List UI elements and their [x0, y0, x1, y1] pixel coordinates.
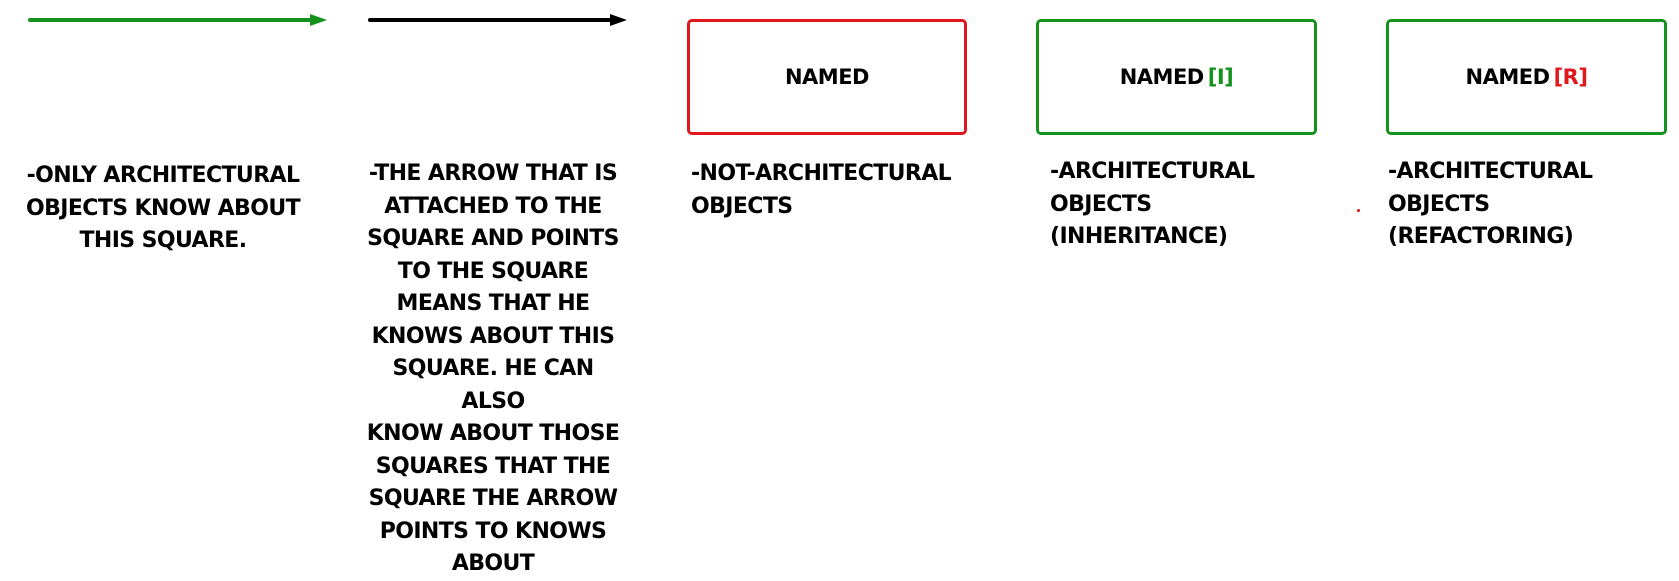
black-arrow-description: -THE ARROW THAT IS ATTACHED TO THE SQUAR… — [366, 161, 620, 576]
red-named-box: NAMED — [687, 19, 967, 135]
green-named-box-inheritance: NAMED[I] — [1036, 19, 1317, 135]
inheritance-box-description: -ARCHITECTURAL OBJECTS (INHERITANCE) — [1050, 159, 1255, 249]
green-named-box-refactoring: NAMED[R] — [1386, 19, 1667, 135]
black-arrow-icon — [368, 14, 627, 26]
refactoring-tag: [R] — [1553, 65, 1588, 89]
refactoring-box-label: NAMED[R] — [1466, 65, 1588, 89]
green-arrow-description: -ONLY ARCHITECTURAL OBJECTS KNOW ABOUT T… — [26, 163, 301, 253]
black-arrow-head — [610, 14, 627, 26]
green-arrow-icon — [28, 14, 327, 26]
red-box-label: NAMED — [784, 65, 870, 89]
red-box-description: -NOT-ARCHITECTURAL OBJECTS — [691, 161, 952, 219]
inheritance-tag: [I] — [1207, 65, 1234, 89]
green-arrow-head — [310, 14, 327, 26]
stray-red-dot — [1357, 209, 1360, 212]
inheritance-box-name: NAMED — [1119, 65, 1205, 89]
refactoring-box-name: NAMED — [1465, 65, 1551, 89]
inheritance-box-label: NAMED[I] — [1120, 65, 1234, 89]
refactoring-box-description: -ARCHITECTURAL OBJECTS (REFACTORING) — [1388, 159, 1593, 249]
